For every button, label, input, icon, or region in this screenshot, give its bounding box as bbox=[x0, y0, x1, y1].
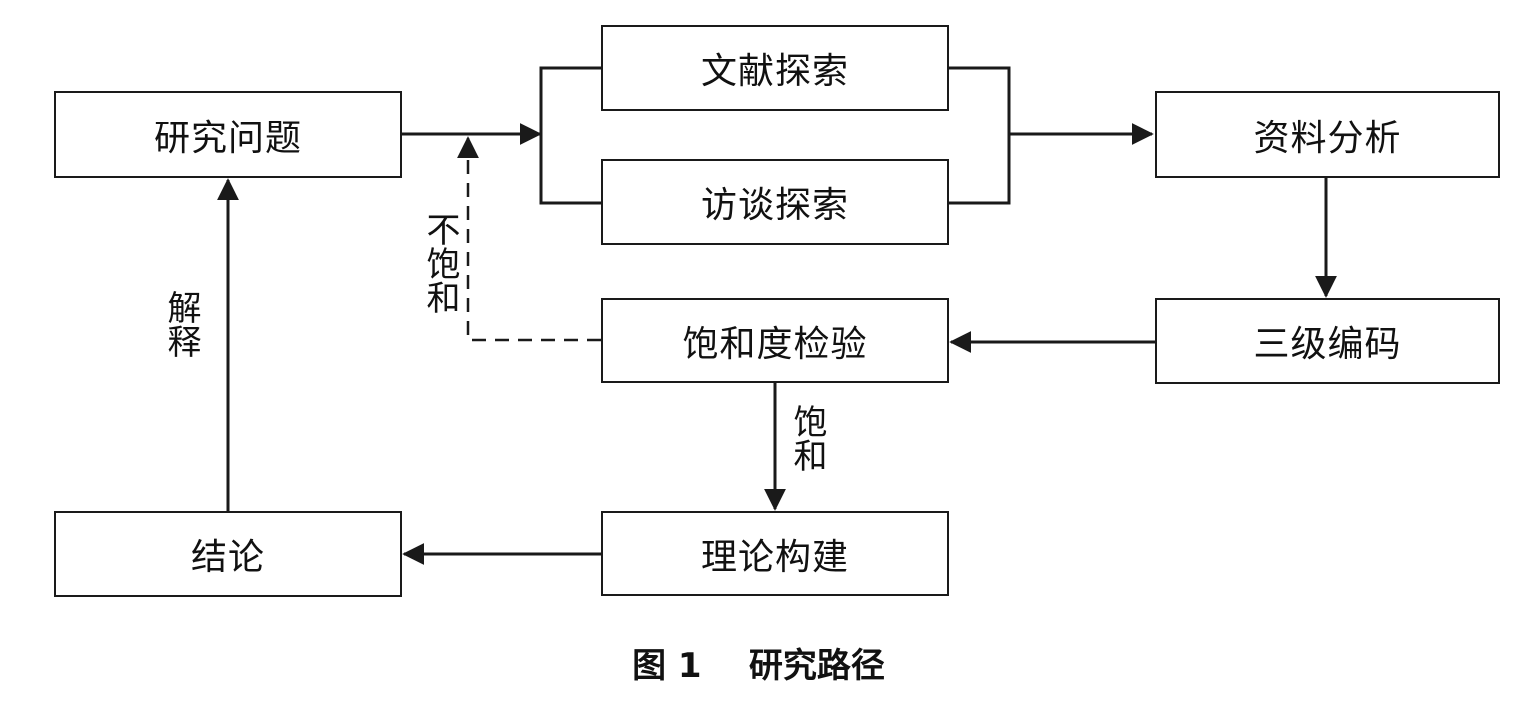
node-three-level-coding: 三级编码 bbox=[1155, 298, 1500, 384]
figure-title: 研究路径 bbox=[748, 646, 885, 686]
node-label: 访谈探索 bbox=[700, 185, 849, 226]
figure-number: 图 1 bbox=[632, 646, 702, 686]
node-research-question: 研究问题 bbox=[54, 91, 402, 178]
node-interview-exploration: 访谈探索 bbox=[601, 159, 949, 245]
node-literature-exploration: 文献探索 bbox=[601, 25, 949, 111]
node-conclusion: 结论 bbox=[54, 511, 402, 597]
figure-caption: 图 1 研究路径 bbox=[0, 638, 1517, 687]
bracket-left bbox=[539, 66, 601, 205]
bracket-right bbox=[949, 66, 1011, 205]
node-label: 研究问题 bbox=[153, 117, 302, 159]
node-label: 理论构建 bbox=[700, 536, 849, 578]
label-interpretation: 解释 bbox=[161, 290, 201, 358]
node-label: 文献探索 bbox=[700, 51, 849, 92]
label-saturated: 饱和 bbox=[787, 404, 827, 472]
arrow-not-saturated-feedback bbox=[457, 136, 601, 342]
node-theory-construction: 理论构建 bbox=[601, 511, 949, 596]
node-label: 结论 bbox=[190, 537, 265, 578]
label-not-saturated: 不饱和 bbox=[420, 212, 460, 314]
node-saturation-test: 饱和度检验 bbox=[601, 298, 949, 383]
node-label: 饱和度检验 bbox=[682, 323, 868, 365]
node-data-analysis: 资料分析 bbox=[1155, 91, 1500, 178]
node-label: 资料分析 bbox=[1253, 117, 1402, 159]
node-label: 三级编码 bbox=[1253, 324, 1402, 365]
